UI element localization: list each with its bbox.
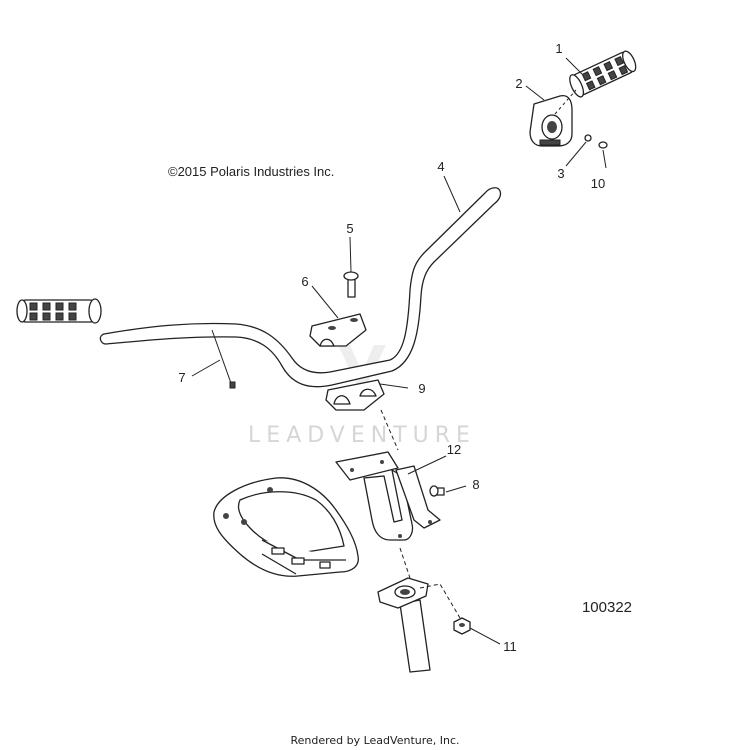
callout-6: 6 [301, 274, 308, 289]
callout-4: 4 [437, 159, 444, 174]
callout-9: 9 [418, 381, 425, 396]
throttle-housing[interactable] [529, 94, 573, 147]
lower-clamp[interactable] [325, 379, 385, 411]
steering-post [399, 599, 431, 673]
callout-5: 5 [346, 221, 353, 236]
screw[interactable] [584, 134, 592, 142]
leader-lines [191, 57, 607, 645]
bracket-bolt[interactable] [429, 485, 445, 497]
callout-11: 11 [503, 639, 517, 654]
callout-8: 8 [472, 477, 479, 492]
callout-labels: 1 2 3 4 5 6 7 8 9 10 11 12 [178, 41, 605, 654]
callout-10: 10 [591, 176, 605, 191]
plug[interactable] [598, 141, 608, 149]
diagram-number: 100322 [582, 599, 632, 616]
callout-2: 2 [515, 76, 522, 91]
callout-12: 12 [447, 442, 461, 457]
headlight-pod[interactable] [213, 477, 359, 577]
left-grip[interactable] [16, 298, 102, 324]
copyright-text: ©2015 Polaris Industries Inc. [168, 164, 334, 179]
callout-7: 7 [178, 370, 185, 385]
callout-1: 1 [555, 41, 562, 56]
mounting-bracket[interactable] [335, 451, 441, 541]
callout-3: 3 [557, 166, 564, 181]
cable-tie[interactable] [211, 329, 236, 389]
bolt[interactable] [343, 271, 359, 298]
upper-clamp[interactable] [309, 313, 367, 347]
alignment-lines [380, 89, 577, 619]
footer-text: Rendered by LeadVenture, Inc. [290, 734, 459, 747]
watermark-text: LEADVENTURE [248, 423, 476, 448]
nut[interactable] [453, 617, 471, 635]
watermark-logo [338, 345, 386, 395]
handlebar[interactable] [99, 187, 502, 388]
right-grip[interactable] [567, 48, 639, 98]
steering-flange [377, 577, 429, 609]
